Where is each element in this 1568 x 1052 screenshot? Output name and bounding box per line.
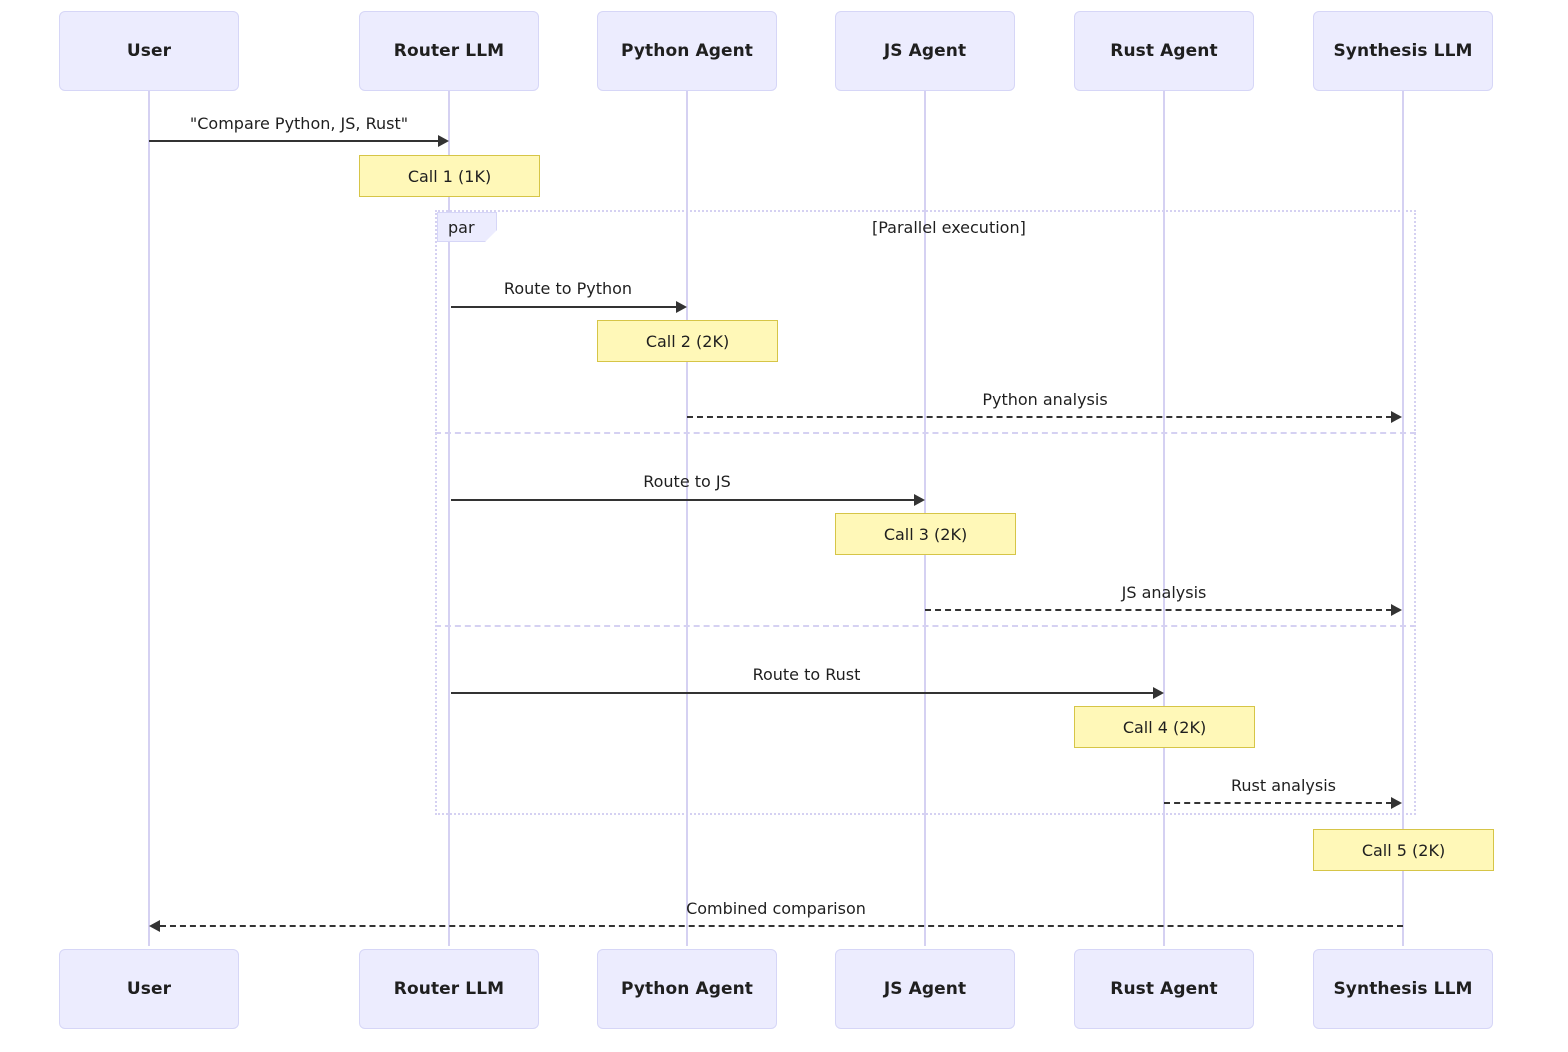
message-label-combined-comparison: Combined comparison xyxy=(686,899,866,918)
note-label: Call 4 (2K) xyxy=(1122,717,1207,737)
lifeline-python xyxy=(686,91,688,946)
actor-label: Router LLM xyxy=(393,979,505,999)
actor-label: User xyxy=(126,41,172,61)
message-arrow-route-to-python xyxy=(451,306,678,308)
arrowhead-icon xyxy=(676,301,687,313)
arrowhead-icon xyxy=(1153,687,1164,699)
note-call-1[interactable]: Call 1 (1K) xyxy=(359,155,540,197)
note-label: Call 2 (2K) xyxy=(645,331,730,351)
message-arrow-combined-comparison xyxy=(160,925,1403,927)
note-label: Call 5 (2K) xyxy=(1361,840,1446,860)
actor-box-synthesis-bottom[interactable]: Synthesis LLM xyxy=(1313,949,1493,1029)
actor-box-user-bottom[interactable]: User xyxy=(59,949,239,1029)
message-label-route-to-js: Route to JS xyxy=(643,472,731,491)
message-arrow-route-to-rust xyxy=(451,692,1155,694)
message-arrow-rust-analysis xyxy=(1164,802,1392,804)
note-label: Call 3 (2K) xyxy=(883,524,968,544)
message-label-js-analysis: JS analysis xyxy=(1121,583,1207,602)
actor-box-python-top[interactable]: Python Agent xyxy=(597,11,777,91)
message-label-route-to-python: Route to Python xyxy=(503,279,633,298)
actor-label: User xyxy=(126,979,172,999)
actor-box-synthesis-top[interactable]: Synthesis LLM xyxy=(1313,11,1493,91)
par-fragment-tab: par xyxy=(437,212,497,242)
message-label-python-analysis: Python analysis xyxy=(982,390,1108,409)
actor-label: Rust Agent xyxy=(1110,41,1218,61)
actor-label: Rust Agent xyxy=(1110,979,1218,999)
actor-label: Python Agent xyxy=(620,979,754,999)
actor-box-router-bottom[interactable]: Router LLM xyxy=(359,949,539,1029)
arrowhead-icon xyxy=(1391,411,1402,423)
message-label-route-to-rust: Route to Rust xyxy=(752,665,861,684)
arrowhead-icon xyxy=(1391,604,1402,616)
actor-box-rust-top[interactable]: Rust Agent xyxy=(1074,11,1254,91)
par-fragment-title: [Parallel execution] xyxy=(872,218,1026,237)
actor-box-user-top[interactable]: User xyxy=(59,11,239,91)
message-arrow-python-analysis xyxy=(687,416,1392,418)
note-call-2[interactable]: Call 2 (2K) xyxy=(597,320,778,362)
actor-label: Synthesis LLM xyxy=(1333,979,1473,999)
lifeline-router xyxy=(448,91,450,946)
arrowhead-icon xyxy=(914,494,925,506)
par-fragment-divider-2 xyxy=(435,625,1416,627)
actor-label: Router LLM xyxy=(393,41,505,61)
message-label-rust-analysis: Rust analysis xyxy=(1230,776,1336,795)
actor-box-router-top[interactable]: Router LLM xyxy=(359,11,539,91)
arrowhead-icon xyxy=(149,920,160,932)
par-fragment-divider-1 xyxy=(435,432,1416,434)
note-call-3[interactable]: Call 3 (2K) xyxy=(835,513,1016,555)
actor-box-js-top[interactable]: JS Agent xyxy=(835,11,1015,91)
lifeline-user xyxy=(148,91,150,946)
message-arrow-compare-request xyxy=(149,140,440,142)
actor-label: JS Agent xyxy=(883,979,967,999)
message-arrow-js-analysis xyxy=(925,609,1392,611)
actor-label: Python Agent xyxy=(620,41,754,61)
par-fragment-operator: par xyxy=(448,217,475,237)
note-call-5[interactable]: Call 5 (2K) xyxy=(1313,829,1494,871)
actor-box-js-bottom[interactable]: JS Agent xyxy=(835,949,1015,1029)
message-label-compare-request: "Compare Python, JS, Rust" xyxy=(189,114,409,133)
actor-label: Synthesis LLM xyxy=(1333,41,1473,61)
actor-box-rust-bottom[interactable]: Rust Agent xyxy=(1074,949,1254,1029)
lifeline-synthesis xyxy=(1402,91,1404,946)
actor-box-python-bottom[interactable]: Python Agent xyxy=(597,949,777,1029)
note-label: Call 1 (1K) xyxy=(407,166,492,186)
actor-label: JS Agent xyxy=(883,41,967,61)
arrowhead-icon xyxy=(438,135,449,147)
message-arrow-route-to-js xyxy=(451,499,916,501)
arrowhead-icon xyxy=(1391,797,1402,809)
lifeline-rust xyxy=(1163,91,1165,946)
note-call-4[interactable]: Call 4 (2K) xyxy=(1074,706,1255,748)
